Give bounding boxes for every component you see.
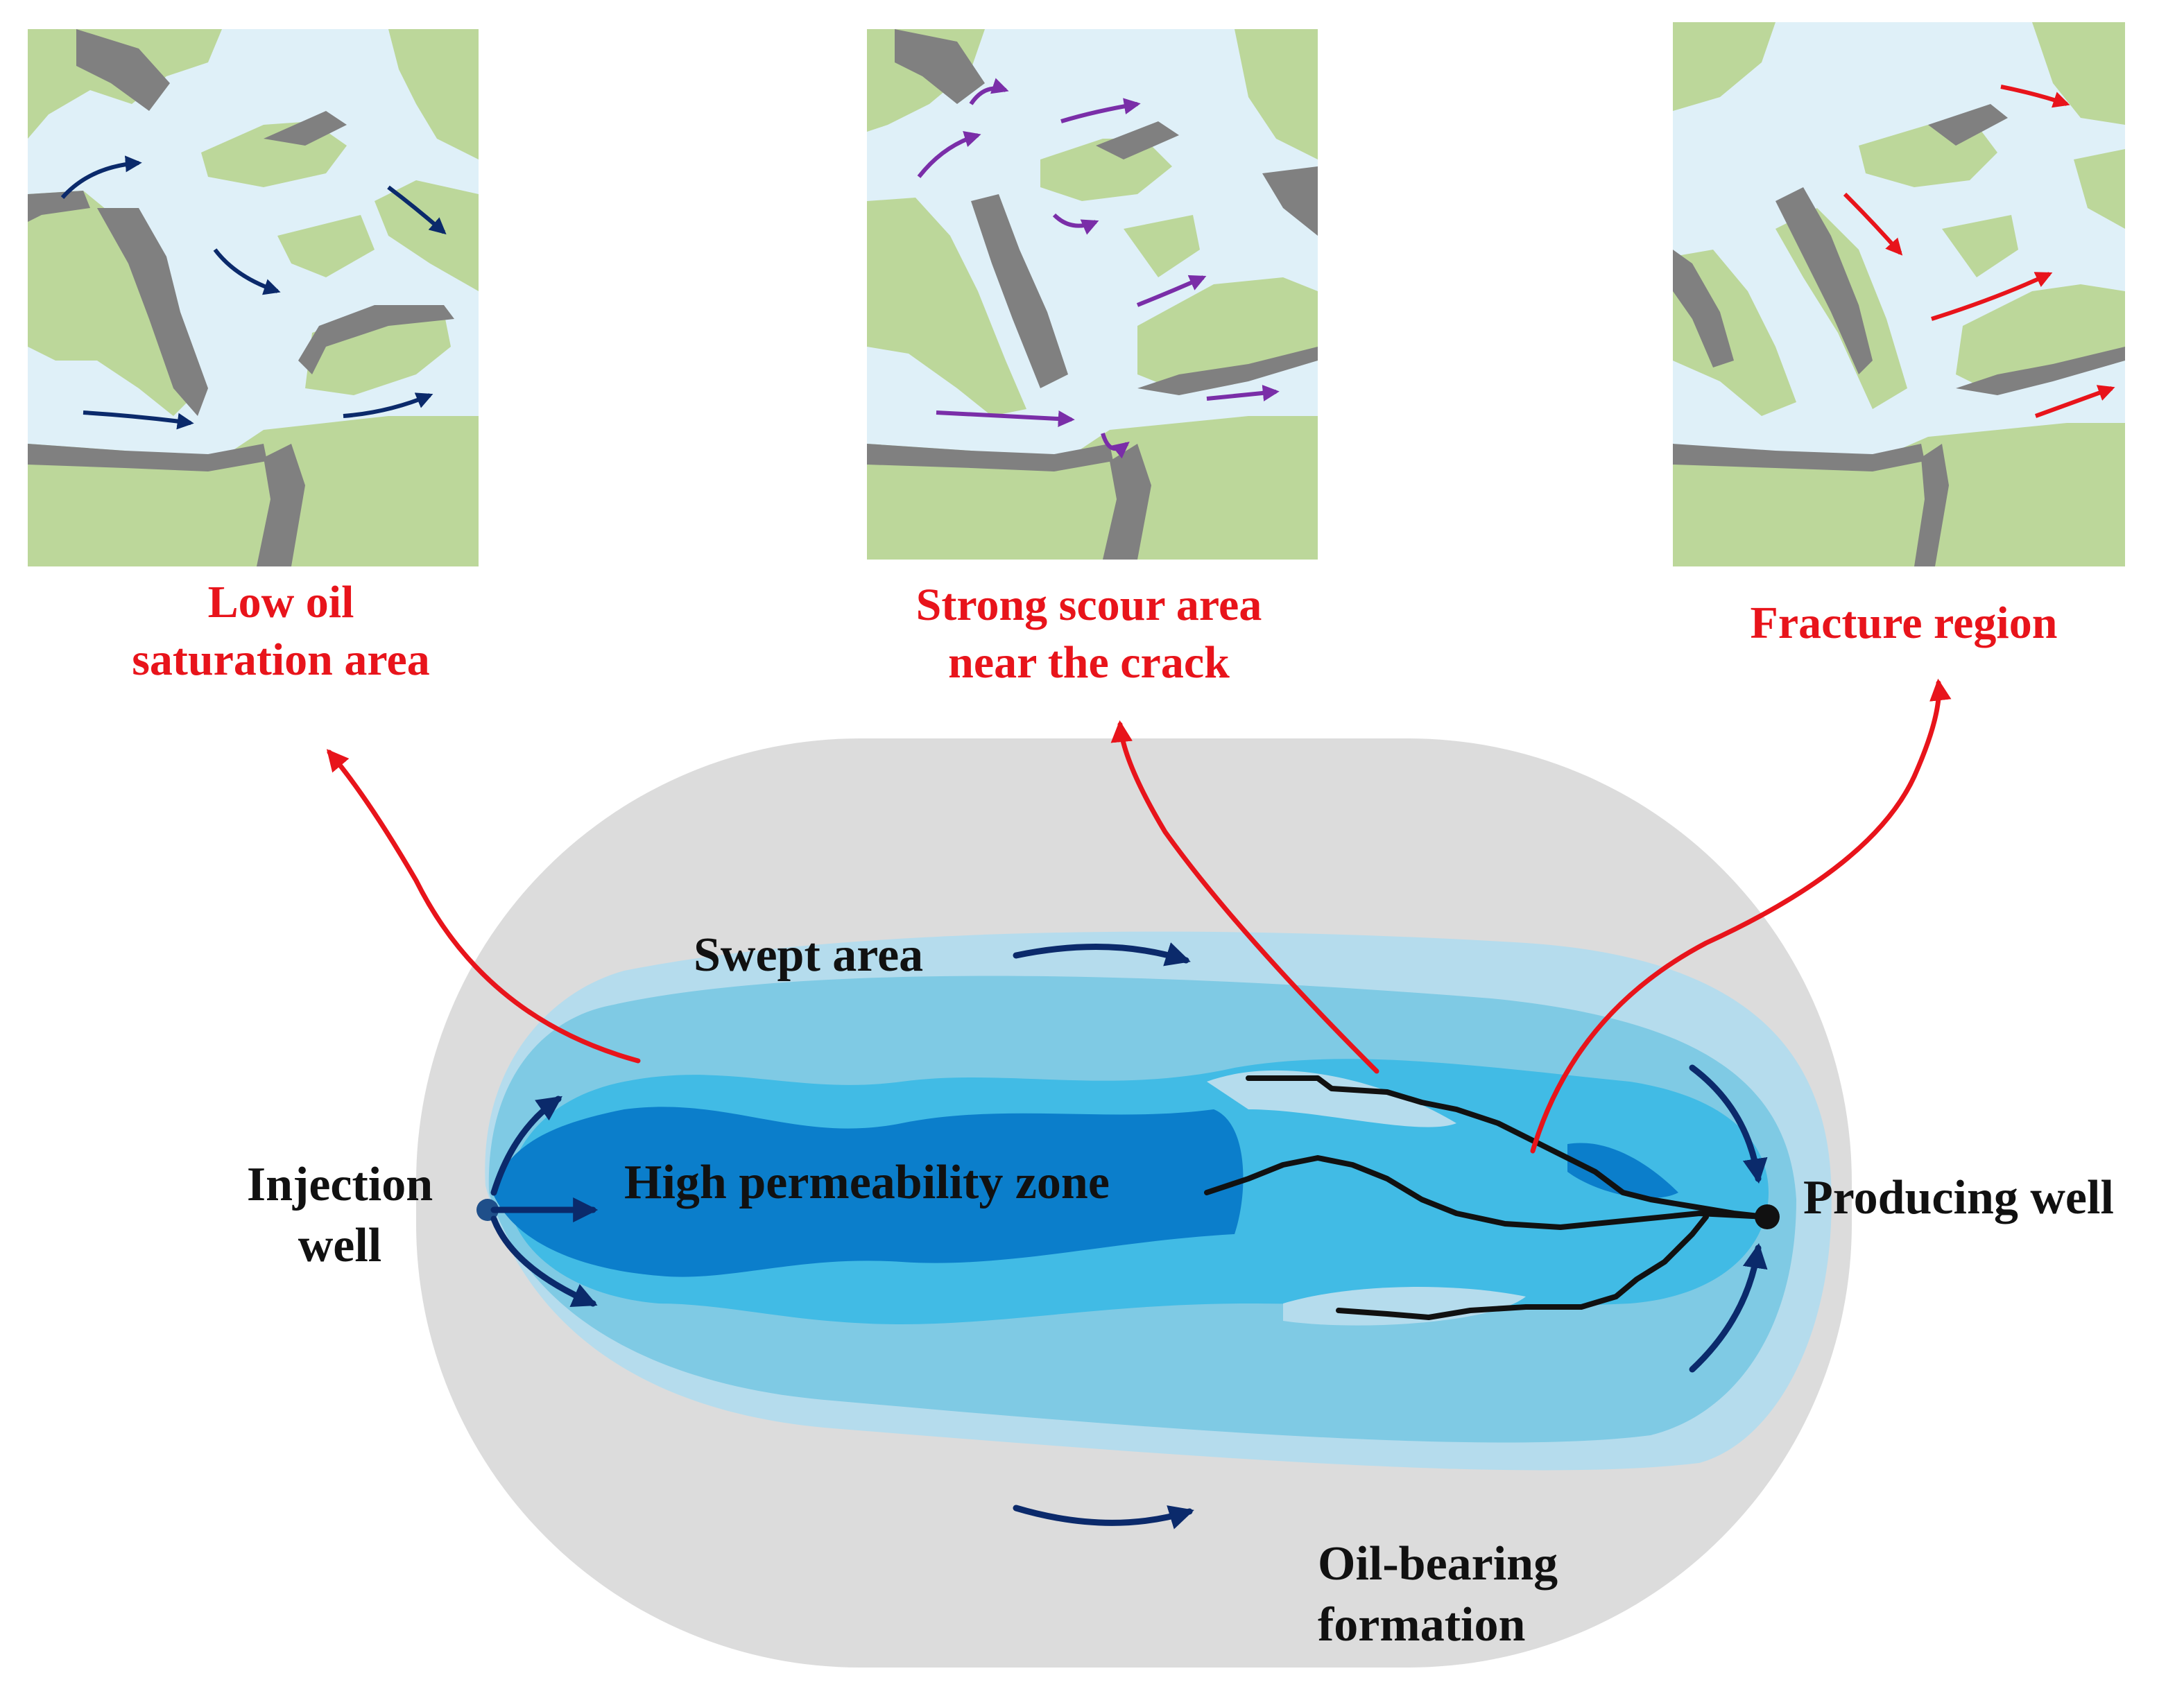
callout-fracture-text: Fracture region — [1750, 598, 2058, 648]
label-producing-well: Producing well — [1803, 1171, 2114, 1224]
label-oil-line1: Oil-bearing — [1318, 1537, 1558, 1591]
label-injection-line2: well — [298, 1218, 382, 1272]
callout-low-oil-line2: saturation area — [132, 634, 430, 685]
label-high-permeability-zone: High permeability zone — [624, 1156, 1110, 1209]
injection-well-marker — [476, 1199, 499, 1221]
callout-low-oil-saturation: Low oil saturation area — [94, 574, 468, 688]
callout-low-oil-line1: Low oil — [207, 577, 354, 627]
label-oil-line2: formation — [1318, 1597, 1526, 1652]
callout-leader-lines — [326, 678, 1952, 1154]
panel-fracture-region — [1673, 22, 2125, 566]
producing-well-marker — [1755, 1204, 1780, 1229]
panel-low-oil-saturation — [28, 29, 479, 566]
label-injection-well: Injection well — [208, 1154, 472, 1276]
label-injection-line1: Injection — [246, 1158, 433, 1211]
callout-scour-line2: near the crack — [948, 636, 1230, 688]
callout-scour-line1: Strong scour area — [915, 580, 1262, 630]
flow-arrows — [490, 942, 1768, 1530]
swept-area-region — [485, 931, 1832, 1471]
label-oil-bearing-formation: Oil-bearing formation — [1318, 1534, 1558, 1655]
label-swept-area: Swept area — [694, 928, 924, 982]
callout-fracture-region: Fracture region — [1665, 595, 2143, 652]
panel-strong-scour — [867, 29, 1318, 560]
fracture-lines — [1204, 1075, 1768, 1320]
callout-strong-scour: Strong scour area near the crack — [829, 577, 1349, 691]
